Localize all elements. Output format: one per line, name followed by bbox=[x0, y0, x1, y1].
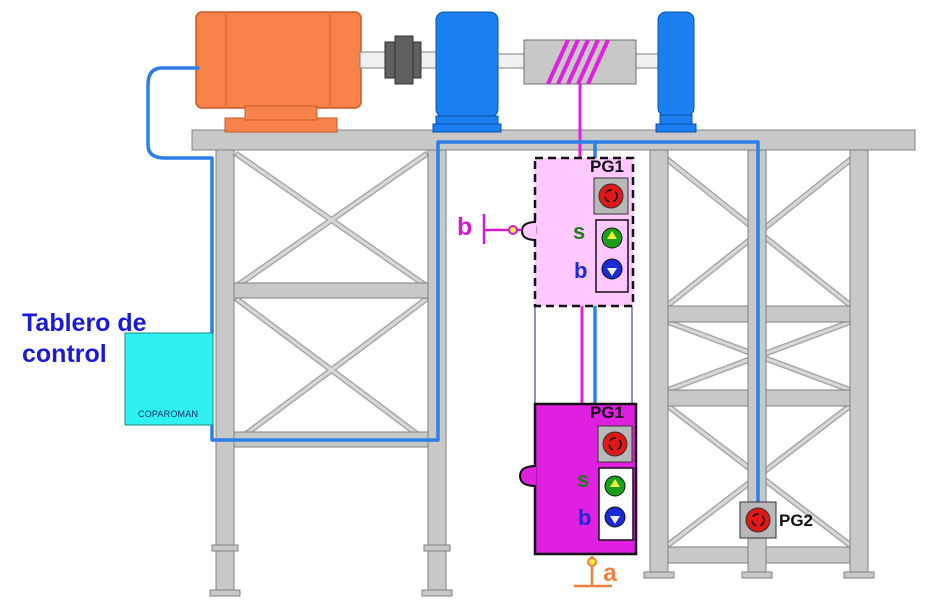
limit-switch-upper-label: b bbox=[457, 213, 473, 241]
control-cables bbox=[146, 66, 760, 505]
hoist-rope bbox=[578, 84, 584, 404]
cabin-upper-up-label: s bbox=[573, 219, 586, 244]
cabin-upper-panel-label: PG1 bbox=[590, 157, 625, 176]
cabin-down-label: b bbox=[578, 505, 592, 530]
bearing bbox=[655, 11, 697, 133]
cabin-up-label: s bbox=[577, 467, 590, 492]
left-tower bbox=[209, 149, 453, 597]
gearbox bbox=[432, 11, 502, 133]
cabin bbox=[518, 402, 638, 556]
floor-call-button bbox=[739, 501, 777, 539]
cabin-upper-position bbox=[520, 156, 635, 308]
shaft-coupling bbox=[384, 35, 422, 85]
top-platform bbox=[191, 129, 916, 151]
limit-switch-lower bbox=[574, 556, 612, 588]
cabin-upper-down-label: b bbox=[574, 258, 588, 283]
cabin-panel-label: PG1 bbox=[590, 403, 625, 422]
control-board-title-line1: Tablero de bbox=[22, 309, 147, 337]
control-board bbox=[124, 332, 214, 426]
limit-switch-upper bbox=[482, 214, 522, 244]
control-board-tag: COPAROMAN bbox=[138, 409, 199, 419]
control-board-title-line2: control bbox=[22, 340, 107, 368]
control-board-title: Tablero de control bbox=[22, 308, 147, 370]
floor-panel-label: PG2 bbox=[779, 511, 814, 530]
motor bbox=[195, 11, 362, 133]
limit-switch-lower-label: a bbox=[603, 559, 617, 587]
travel-guides bbox=[534, 306, 633, 404]
winding-drum bbox=[523, 39, 637, 85]
